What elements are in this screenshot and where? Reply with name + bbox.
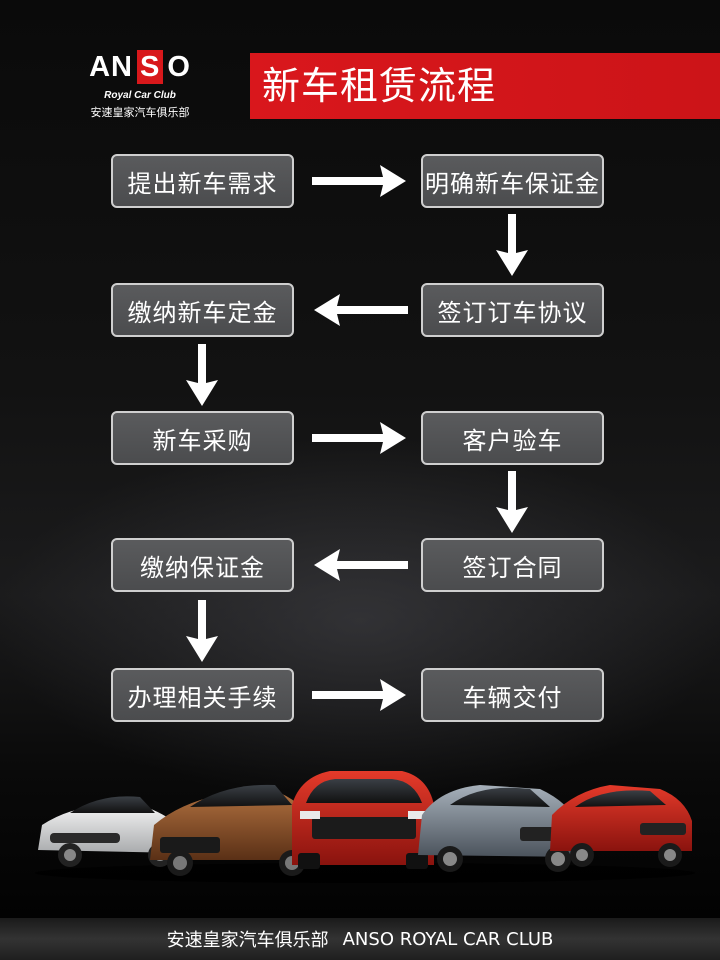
car-silver-sedan <box>418 785 580 872</box>
arrow-left-icon <box>314 294 408 326</box>
arrow-right-icon <box>312 422 406 454</box>
step-9: 办理相关手续 <box>111 668 294 722</box>
arrow-down-icon <box>496 214 528 276</box>
logo-wordmark: AN S O <box>70 50 210 84</box>
page-title: 新车租赁流程 <box>262 64 497 108</box>
step-3: 签订订车协议 <box>421 283 604 337</box>
logo-letters-an: AN <box>89 51 133 83</box>
step-2: 明确新车保证金 <box>421 154 604 208</box>
footer-chinese-name: 安速皇家汽车俱乐部 <box>166 930 329 951</box>
car-red-coupe <box>550 785 692 867</box>
logo-letter-s: S <box>136 50 164 84</box>
anso-logo: AN S O Royal Car Club 安速皇家汽车俱乐部 <box>70 50 210 130</box>
logo-subtitle: Royal Car Club <box>104 90 176 101</box>
step-6: 客户验车 <box>421 411 604 465</box>
footer: 安速皇家汽车俱乐部 ANSO ROYAL CAR CLUB <box>0 918 720 960</box>
arrow-left-icon <box>314 549 408 581</box>
arrow-right-icon <box>312 165 406 197</box>
step-10: 车辆交付 <box>421 668 604 722</box>
arrow-down-icon <box>186 600 218 662</box>
car-white-sedan <box>38 796 182 867</box>
cars-illustration <box>35 771 695 883</box>
car-bronze-sedan <box>150 784 312 876</box>
title-bar <box>250 53 720 119</box>
footer-english-name: ANSO ROYAL CAR CLUB <box>342 928 554 950</box>
logo-letter-o: O <box>167 51 191 83</box>
arrow-down-icon <box>186 344 218 406</box>
step-4: 缴纳新车定金 <box>111 283 294 337</box>
step-7: 签订合同 <box>421 538 604 592</box>
step-8: 缴纳保证金 <box>111 538 294 592</box>
logo-chinese-name: 安速皇家汽车俱乐部 <box>90 106 190 119</box>
step-1: 提出新车需求 <box>111 154 294 208</box>
car-red-suv <box>292 771 434 869</box>
arrow-right-icon <box>312 679 406 711</box>
step-5: 新车采购 <box>111 411 294 465</box>
arrow-down-icon <box>496 471 528 533</box>
